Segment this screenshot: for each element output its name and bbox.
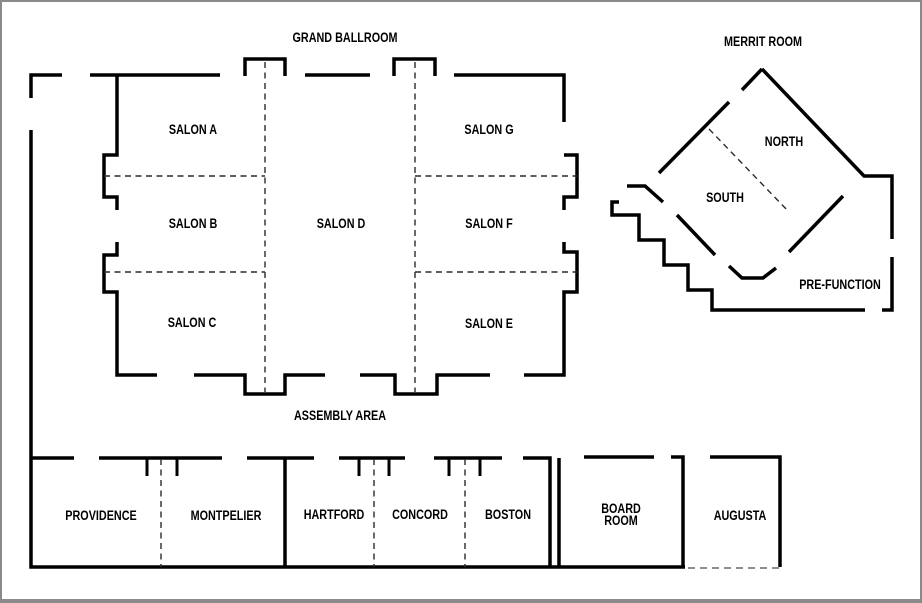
grand-ballroom-title: GRAND BALLROOM	[292, 30, 398, 45]
merrit-north-label: NORTH	[764, 134, 804, 149]
boston-label: BOSTON	[484, 507, 532, 522]
montpelier-label: MONTPELIER	[190, 508, 262, 523]
merrit-room-title: MERRIT ROOM	[724, 34, 802, 49]
board-room-walls	[557, 455, 685, 567]
merrit-south-label: SOUTH	[706, 190, 744, 205]
salon-d-label: SALON D	[316, 216, 366, 231]
stairs	[610, 200, 865, 312]
salon-b-label: SALON B	[168, 216, 218, 231]
board-room-label: BOARD ROOM	[601, 501, 641, 528]
salon-c-label: SALON C	[167, 315, 217, 330]
concord-label: CONCORD	[392, 507, 448, 522]
augusta-walls	[688, 455, 782, 569]
pre-function-label: PRE-FUNCTION	[799, 277, 881, 292]
salon-a-label: SALON A	[168, 122, 218, 137]
salon-f-label: SALON F	[465, 216, 513, 231]
augusta-label: AUGUSTA	[713, 508, 767, 523]
providence-label: PROVIDENCE	[65, 508, 137, 523]
grand-ballroom-walls	[90, 57, 579, 396]
board-room-label-line1: BOARD	[601, 501, 641, 516]
salon-e-label: SALON E	[464, 316, 514, 331]
meeting-rooms-walls	[31, 456, 552, 567]
assembly-area-label: ASSEMBLY AREA	[293, 408, 387, 423]
corridor-walls	[29, 73, 685, 569]
partition-north-south	[708, 128, 790, 213]
salon-g-label: SALON G	[464, 122, 514, 137]
board-room-label-line2: ROOM	[604, 513, 638, 528]
merrit-room-walls	[610, 67, 894, 312]
hartford-label: HARTFORD	[303, 507, 365, 522]
